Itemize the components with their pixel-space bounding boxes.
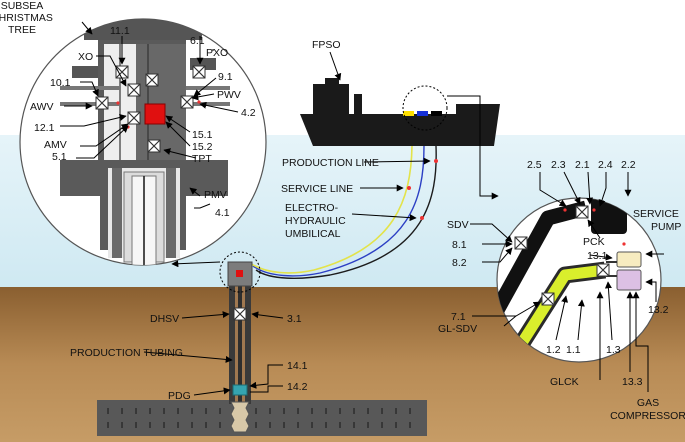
tree-detail-circle bbox=[219, 251, 261, 293]
label-gas-compressor-2: COMPRESSOR bbox=[610, 410, 685, 422]
perforations bbox=[230, 401, 250, 433]
service-line-path bbox=[249, 145, 413, 274]
label-production-tubing: PRODUCTION TUBING bbox=[70, 347, 183, 359]
label-12-1: 12.1 bbox=[34, 122, 55, 134]
label-umbilical-1: ELECTRO- bbox=[285, 202, 339, 214]
label-service-pump-2: PUMP bbox=[651, 221, 681, 233]
label-pdg: PDG bbox=[168, 390, 191, 402]
fpso-black-tank bbox=[431, 111, 442, 116]
label-6-1: 6.1 bbox=[190, 35, 205, 47]
label-sdv: SDV bbox=[447, 219, 469, 231]
label-15-1: 15.1 bbox=[192, 129, 213, 141]
tree-title-line3: TREE bbox=[8, 24, 36, 36]
christmas-tree-detail bbox=[19, 18, 267, 266]
label-xo: XO bbox=[78, 51, 93, 63]
tree-valve-pmv bbox=[147, 139, 161, 153]
tree-title-line1: SUBSEA bbox=[1, 0, 44, 12]
tree-valve-xo-lower bbox=[127, 83, 141, 97]
manifold-detail bbox=[496, 197, 662, 363]
valve-gl-sdv bbox=[541, 292, 555, 306]
production-tubing-pipe bbox=[238, 286, 242, 404]
flowlines bbox=[249, 145, 438, 279]
label-1-2: 1.2 bbox=[546, 344, 561, 356]
umbilical-line bbox=[252, 145, 425, 277]
label-14-2: 14.2 bbox=[287, 381, 308, 393]
label-13-2: 13.2 bbox=[648, 304, 669, 316]
label-service-pump-1: SERVICE bbox=[633, 208, 679, 220]
label-2-2: 2.2 bbox=[621, 159, 636, 171]
fpso-label: FPSO bbox=[312, 39, 341, 51]
label-gas-compressor-1: GAS bbox=[637, 397, 659, 409]
label-11-1: 11.1 bbox=[110, 25, 130, 37]
fpso-hull bbox=[300, 94, 500, 146]
label-13-1: 13.1 bbox=[587, 250, 608, 262]
fpso-detail-circle bbox=[402, 85, 448, 131]
label-5-1: 5.1 bbox=[52, 151, 67, 163]
fpso-blue-tank bbox=[417, 111, 428, 116]
tree-valve-awv bbox=[95, 96, 109, 110]
text-labels: SUBSEA CHRISTMAS TREE FPSO 11.1 6.1 PXO … bbox=[0, 0, 685, 422]
valve-sdv bbox=[514, 236, 528, 250]
tree-title-line2: CHRISTMAS bbox=[0, 12, 53, 24]
label-8-1: 8.1 bbox=[452, 239, 467, 251]
label-pck: PCK bbox=[583, 236, 605, 248]
label-3-1: 3.1 bbox=[287, 313, 302, 325]
label-7-1: 7.1 bbox=[451, 311, 466, 323]
label-4-1: 4.1 bbox=[215, 207, 230, 219]
label-dhsv: DHSV bbox=[150, 313, 179, 325]
label-8-2: 8.2 bbox=[452, 257, 467, 269]
valve-pck bbox=[575, 205, 589, 219]
label-2-3: 2.3 bbox=[551, 159, 566, 171]
label-umbilical-3: UMBILICAL bbox=[285, 228, 341, 240]
label-service-line: SERVICE LINE bbox=[281, 183, 353, 195]
label-production-line: PRODUCTION LINE bbox=[282, 157, 379, 169]
service-pump-unit bbox=[616, 251, 642, 268]
tree-valve-pwv bbox=[180, 95, 194, 109]
label-1-1: 1.1 bbox=[566, 344, 581, 356]
label-pmv: PMV bbox=[204, 189, 227, 201]
valve-glck bbox=[596, 263, 610, 277]
label-14-1: 14.1 bbox=[287, 360, 308, 372]
label-13-3: 13.3 bbox=[622, 376, 643, 388]
fpso-vessel bbox=[300, 78, 500, 146]
tree-valve-amv bbox=[127, 111, 141, 125]
tree-valve-11-1 bbox=[115, 65, 129, 79]
label-amv: AMV bbox=[44, 139, 67, 151]
tree-valve-6-1 bbox=[192, 65, 206, 79]
gas-compressor-unit bbox=[616, 269, 642, 291]
dhsv-valve bbox=[233, 307, 247, 321]
production-line bbox=[255, 145, 437, 279]
label-1-3: 1.3 bbox=[606, 344, 621, 356]
reservoir-strip bbox=[97, 400, 427, 436]
label-umbilical-2: HYDRAULIC bbox=[285, 215, 346, 227]
label-10-1: 10.1 bbox=[50, 77, 71, 89]
label-15-2: 15.2 bbox=[192, 141, 213, 153]
label-pwv: PWV bbox=[217, 89, 241, 101]
leader-lines bbox=[60, 21, 664, 396]
label-2-1: 2.1 bbox=[575, 159, 590, 171]
label-awv: AWV bbox=[30, 101, 54, 113]
label-gl-sdv: GL-SDV bbox=[438, 323, 477, 335]
tree-valve-big-upper bbox=[145, 73, 159, 87]
label-tpt: TPT bbox=[192, 153, 212, 165]
pdg-gauge bbox=[232, 384, 248, 396]
label-pxo: PXO bbox=[206, 47, 228, 59]
label-4-2: 4.2 bbox=[241, 107, 256, 119]
label-9-1: 9.1 bbox=[218, 71, 233, 83]
label-2-5: 2.5 bbox=[527, 159, 542, 171]
well bbox=[219, 251, 261, 433]
tpt-sensor bbox=[144, 103, 166, 125]
label-glck: GLCK bbox=[550, 376, 579, 388]
label-2-4: 2.4 bbox=[598, 159, 613, 171]
fpso-superstructure bbox=[313, 84, 349, 114]
fpso-yellow-tank bbox=[403, 111, 414, 116]
